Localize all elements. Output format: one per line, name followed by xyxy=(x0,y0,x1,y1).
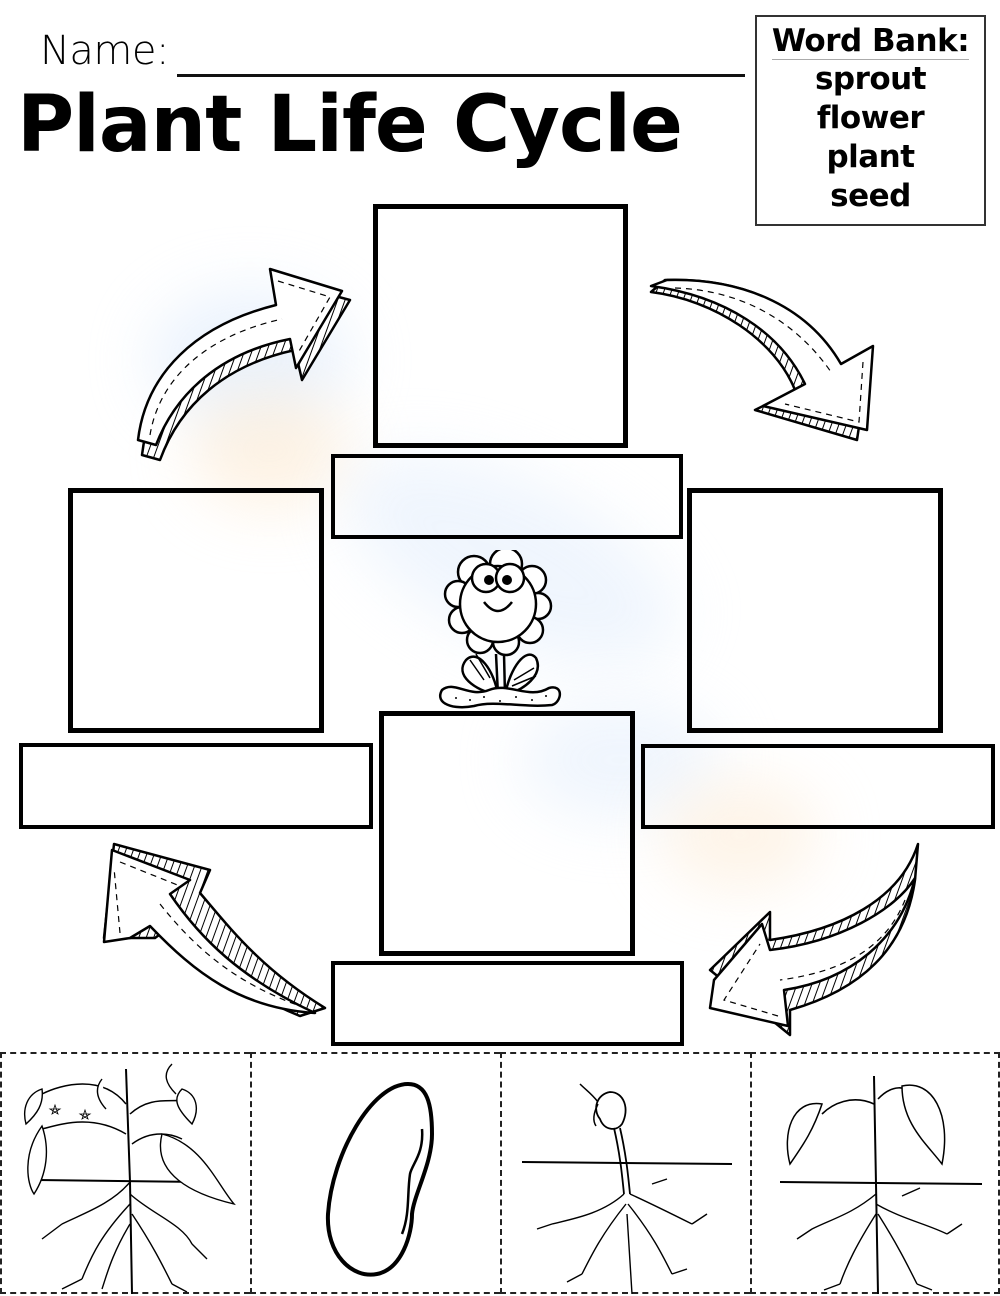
top-left-curved-arrow-icon xyxy=(136,267,352,462)
stage-right-picture-box[interactable] xyxy=(687,488,943,733)
top-right-curved-arrow-icon xyxy=(649,278,875,442)
stage-right-label-box[interactable] xyxy=(641,744,995,829)
word-bank-word: plant xyxy=(826,139,915,175)
bottom-left-curved-arrow-icon xyxy=(102,842,327,1018)
sprout-icon xyxy=(521,1083,733,1295)
bottom-right-curved-arrow-icon xyxy=(708,842,920,1037)
word-bank: Word Bank: sprout flower plant seed xyxy=(755,15,986,226)
stage-top-label-box[interactable] xyxy=(331,454,683,539)
name-label: Name: xyxy=(40,28,169,74)
cutout-strip xyxy=(0,1052,1000,1295)
name-write-line[interactable] xyxy=(177,74,745,77)
word-bank-word: sprout xyxy=(814,61,927,97)
smiling-flower-icon xyxy=(439,550,562,709)
flowering-plant-icon xyxy=(24,1063,236,1295)
page-title: Plant Life Cycle xyxy=(17,80,683,170)
cutout-card-flowering-plant[interactable] xyxy=(0,1052,250,1295)
seed-icon xyxy=(325,1081,435,1277)
stage-bottom-label-box[interactable] xyxy=(331,961,684,1046)
stage-left-label-box[interactable] xyxy=(19,743,373,829)
name-row: Name: xyxy=(40,28,745,78)
cutout-card-young-plant[interactable] xyxy=(750,1052,1000,1295)
stage-left-picture-box[interactable] xyxy=(68,488,324,733)
word-bank-word: flower xyxy=(816,100,925,136)
young-plant-icon xyxy=(779,1075,983,1295)
word-bank-word: seed xyxy=(830,178,911,214)
cutout-card-seed[interactable] xyxy=(250,1052,500,1294)
cutout-card-sprout[interactable] xyxy=(500,1052,750,1295)
stage-top-picture-box[interactable] xyxy=(373,204,628,448)
word-bank-title: Word Bank: xyxy=(771,23,970,60)
stage-bottom-picture-box[interactable] xyxy=(379,711,635,956)
